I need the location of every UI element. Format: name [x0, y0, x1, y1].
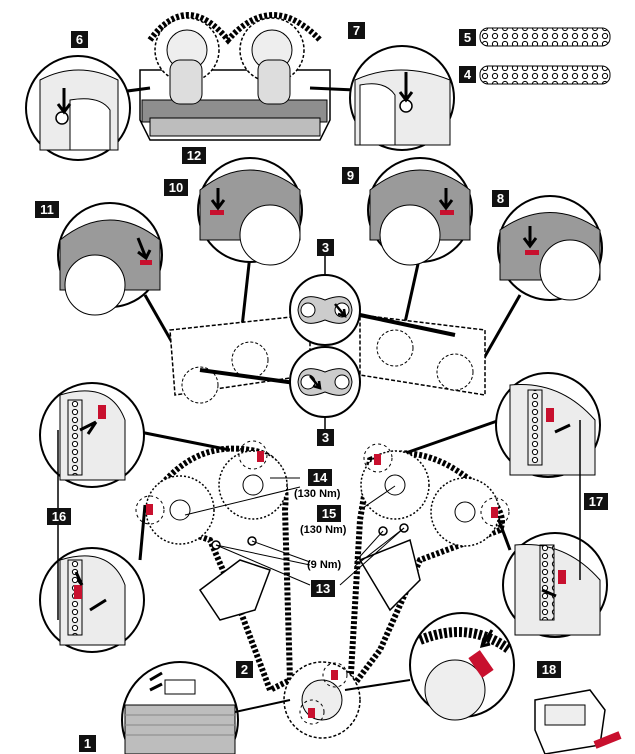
- callout-5: 5: [459, 29, 476, 46]
- lower-cam-sprockets: [135, 440, 510, 700]
- torque-14: (130 Nm): [294, 488, 341, 500]
- svg-text:13: 13: [316, 581, 330, 596]
- detail-circle-2: [121, 661, 291, 754]
- callout-7: 7: [348, 22, 365, 39]
- svg-text:18: 18: [542, 662, 556, 677]
- chain-sample-4: [479, 65, 611, 85]
- svg-text:12: 12: [187, 148, 201, 163]
- detail-circle-3-top: [289, 274, 361, 346]
- detail-circle-3-bottom: [289, 247, 361, 430]
- torque-13: (9 Nm): [307, 559, 342, 571]
- tensioner-part: [534, 689, 622, 754]
- callout-16: 16: [47, 508, 71, 525]
- callout-10: 10: [164, 179, 188, 196]
- callout-1: 1: [79, 735, 96, 752]
- svg-text:17: 17: [589, 494, 603, 509]
- detail-circle-17-top: [399, 372, 601, 478]
- callout-3-top: 3: [317, 239, 334, 256]
- crankshaft-sprocket: [283, 661, 361, 739]
- callout-2: 2: [236, 661, 253, 678]
- svg-text:8: 8: [497, 191, 504, 206]
- svg-text:2: 2: [241, 662, 248, 677]
- detail-circle-18: [344, 612, 515, 721]
- callout-3-bottom: 3: [317, 429, 334, 446]
- detail-circle-10: [197, 157, 303, 346]
- svg-text:4: 4: [464, 67, 472, 82]
- svg-text:7: 7: [353, 23, 360, 38]
- callout-18: 18: [537, 661, 561, 678]
- detail-circle-11: [57, 202, 187, 366]
- cylinder-head-top: [139, 12, 331, 141]
- svg-text:9: 9: [347, 168, 354, 183]
- chain-sample-5: [479, 27, 611, 47]
- svg-text:1: 1: [84, 736, 91, 751]
- svg-text:15: 15: [322, 506, 336, 521]
- callout-4: 4: [459, 66, 476, 83]
- svg-text:6: 6: [76, 32, 83, 47]
- callout-13: 13: [311, 580, 335, 597]
- svg-text:5: 5: [464, 30, 471, 45]
- callout-17: 17: [584, 493, 608, 510]
- callout-15: 15: [317, 505, 341, 522]
- callout-9: 9: [342, 167, 359, 184]
- callout-6: 6: [71, 31, 88, 48]
- detail-circle-8: [478, 195, 603, 366]
- svg-text:16: 16: [52, 509, 66, 524]
- detail-circle-7: [309, 45, 455, 151]
- detail-circle-16-top: [39, 382, 231, 488]
- callout-11: 11: [35, 201, 59, 218]
- detail-circle-9: [367, 157, 473, 346]
- callout-14: 14: [308, 469, 332, 486]
- detail-circle-16-bottom: [39, 430, 147, 653]
- detail-circle-6: [25, 55, 151, 161]
- svg-text:14: 14: [313, 470, 328, 485]
- svg-text:10: 10: [169, 180, 183, 195]
- callout-8: 8: [492, 190, 509, 207]
- svg-text:11: 11: [40, 202, 54, 217]
- engine-valvetrain: [169, 313, 486, 404]
- svg-text:3: 3: [322, 430, 329, 445]
- detail-circle-17-bottom: [493, 420, 608, 638]
- callout-12: 12: [182, 147, 206, 164]
- torque-15: (130 Nm): [300, 524, 347, 536]
- svg-text:3: 3: [322, 240, 329, 255]
